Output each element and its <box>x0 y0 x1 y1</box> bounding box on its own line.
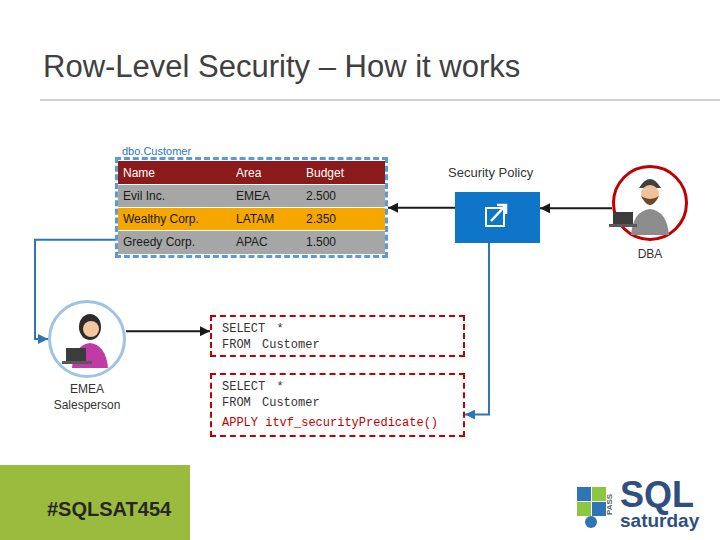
table-header: Budget <box>306 162 344 184</box>
table-row <box>118 231 385 254</box>
query-box: SELECT * FROM Customer <box>210 315 465 357</box>
flow-arrow <box>388 207 455 209</box>
laptop-screen <box>66 348 86 361</box>
logo-text: PASS <box>605 494 614 515</box>
table-cell: 2.500 <box>306 185 336 207</box>
table-header: Area <box>236 162 261 184</box>
flow-arrow <box>35 240 115 339</box>
logo-piece <box>577 487 591 501</box>
table-header: Name <box>123 162 155 184</box>
title-rule <box>40 99 720 101</box>
laptop-screen <box>613 212 633 224</box>
person-hair <box>79 314 101 340</box>
table-header-row <box>118 161 385 184</box>
node-body: APPLY itvf_securityPredicate() <box>222 415 438 431</box>
hashtag: #SQLSAT454 <box>47 498 171 521</box>
node-label: Security Policy <box>448 165 533 180</box>
logo-piece <box>585 516 597 528</box>
table-cell: Greedy Corp. <box>123 231 195 253</box>
table-cell: Evil Inc. <box>123 185 165 207</box>
logo-piece <box>592 502 606 516</box>
node-label: EMEA Salesperson <box>48 381 126 413</box>
table-row-highlight <box>118 208 385 230</box>
table-row <box>118 185 385 207</box>
laptop-base <box>609 224 637 227</box>
query-box: SELECT * FROM CustomerAPPLY itvf_securit… <box>210 373 465 437</box>
policy-icon-arrow <box>491 205 506 221</box>
table-cell: APAC <box>236 231 268 253</box>
table-cell: EMEA <box>236 185 270 207</box>
table-cell: Wealthy Corp. <box>123 208 199 230</box>
flow-arrow <box>540 207 612 209</box>
table-cell: 1.500 <box>306 231 336 253</box>
logo-piece <box>592 487 606 501</box>
flow-arrow <box>465 243 489 415</box>
person-face <box>83 321 99 337</box>
laptop-base <box>62 361 92 364</box>
flow-arrow <box>126 330 210 332</box>
person-beard <box>641 196 659 205</box>
footer-band <box>0 465 190 540</box>
policy-box: Security Policy <box>455 192 540 243</box>
person-body <box>631 209 669 235</box>
node-label: SELECT * FROM Customer <box>222 379 322 411</box>
logo-text: SQL <box>620 476 694 514</box>
table-cell: LATAM <box>236 208 274 230</box>
table-cell: 2.350 <box>306 208 336 230</box>
node-label: SELECT * FROM Customer <box>222 321 322 353</box>
logo-text: saturday <box>620 510 699 532</box>
logo-piece <box>577 502 591 516</box>
slide-title: Row-Level Security – How it works <box>43 49 520 85</box>
node-label: dbo.Customer <box>122 145 191 157</box>
node-label: DBA <box>615 247 685 261</box>
